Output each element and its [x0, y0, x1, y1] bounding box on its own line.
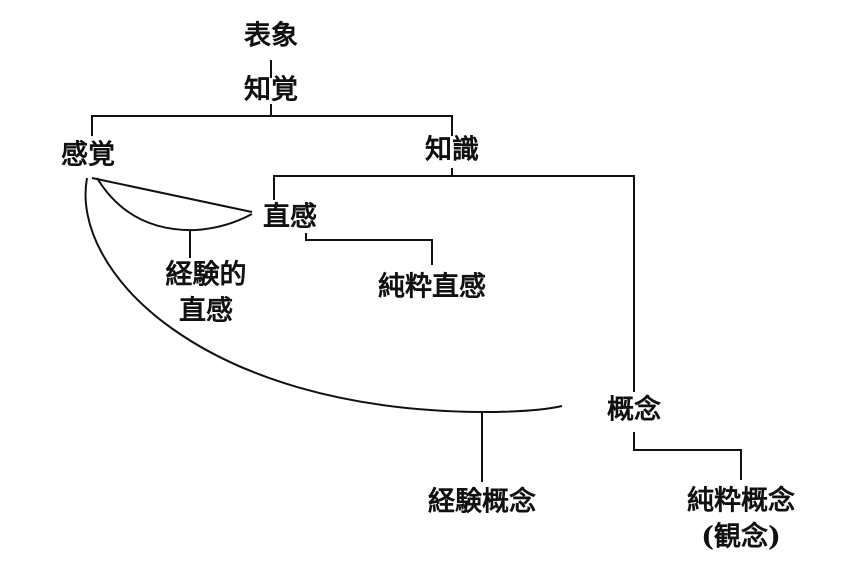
node-keiken-chokkan-line2: 直感	[179, 295, 233, 327]
node-keiken-chokkan-line1: 経験的	[166, 259, 247, 291]
node-gainen: 概念	[607, 394, 661, 426]
node-chishiki: 知識	[425, 135, 479, 166]
edge-chikaku-branch	[91, 115, 453, 136]
node-kankaku: 感覚	[61, 139, 115, 171]
node-hyosho: 表象	[244, 20, 298, 52]
edge-kankaku-chokkan-upper	[91, 177, 253, 213]
node-junsui-chokkan: 純粋直感	[378, 271, 486, 303]
node-chokkan: 直感	[263, 201, 317, 233]
edge-chishiki-branch	[273, 175, 635, 392]
node-junsui-gainen-line1: 純粋概念	[687, 485, 795, 517]
edge-chokkan-junsui-chokkan	[305, 233, 433, 265]
node-labels: 表象 知覚 感覚 知識 直感 経験的 直感 純粋直感 概念 経験概念 純粋概念 …	[61, 20, 795, 553]
node-chikaku: 知覚	[244, 75, 298, 106]
node-junsui-gainen-line2: (観念)	[701, 521, 781, 553]
node-keiken-gainen: 経験概念	[428, 486, 536, 518]
connectors	[84, 60, 742, 482]
edge-kankaku-keiken-gainen-arc	[84, 177, 563, 414]
edge-gainen-junsui-gainen	[633, 432, 742, 480]
edge-kankaku-chokkan-lower	[96, 177, 253, 232]
